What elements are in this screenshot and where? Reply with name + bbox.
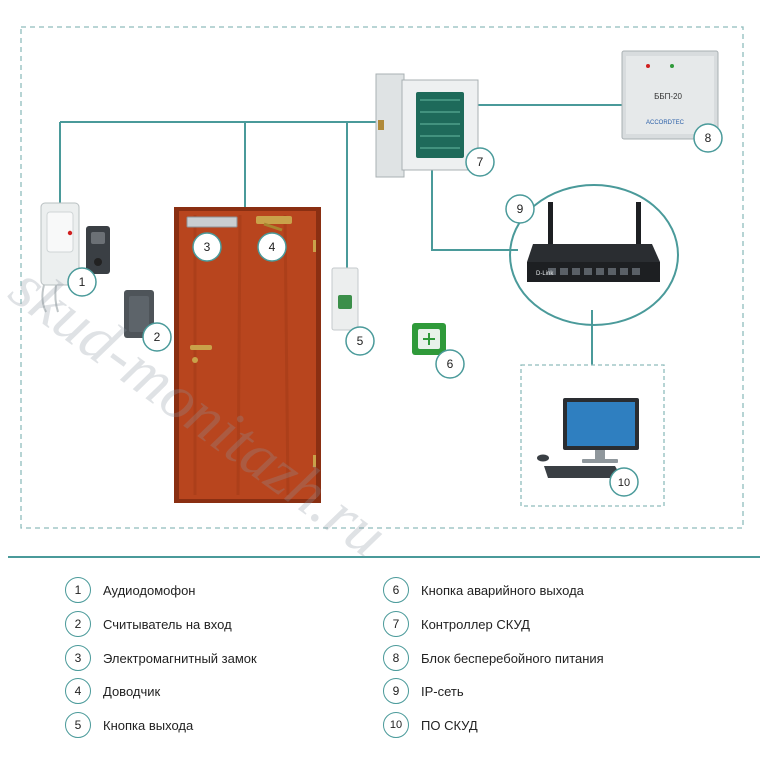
legend-item-6: 6 Кнопка аварийного выхода — [383, 576, 584, 604]
marker-10-label: 10 — [618, 477, 630, 489]
access-control-diagram: ББП-20 ACCORDTEC D-Link 1 2 3 — [8, 26, 760, 558]
legend-item-4: 4 Доводчик — [65, 677, 160, 705]
marker-6-label: 6 — [447, 357, 454, 371]
legend-label-5: Кнопка выхода — [103, 717, 194, 733]
door-closer-device — [256, 216, 292, 232]
legend-label-7: Контроллер СКУД — [421, 616, 530, 632]
legend-item-8: 8 Блок бесперебойного питания — [383, 644, 604, 672]
router-brand: D-Link — [536, 271, 554, 277]
legend-num-10: 10 — [383, 712, 409, 738]
marker-10: 10 — [609, 467, 639, 497]
door-handle — [190, 345, 212, 350]
legend-label-9: IP-сеть — [421, 683, 464, 699]
marker-2: 2 — [142, 322, 172, 352]
legend-num-7: 7 — [383, 611, 409, 637]
ups-title: ББП-20 — [654, 92, 682, 101]
marker-3: 3 — [192, 232, 222, 262]
marker-2-label: 2 — [154, 330, 161, 344]
maglock-device — [186, 216, 238, 228]
card-reader-device — [124, 290, 154, 338]
marker-5: 5 — [345, 326, 375, 356]
legend-label-3: Электромагнитный замок — [103, 650, 257, 666]
number-markers: 1 2 3 4 5 6 7 8 9 10 — [67, 123, 723, 497]
router-device: D-Link — [527, 202, 660, 282]
marker-7-label: 7 — [477, 155, 484, 169]
legend-item-7: 7 Контроллер СКУД — [383, 610, 530, 638]
legend-num-2: 2 — [65, 611, 91, 637]
legend-num-3: 3 — [65, 645, 91, 671]
legend-item-2: 2 Считыватель на вход — [65, 610, 232, 638]
outer-dashed-frame — [20, 26, 744, 529]
legend-label-2: Считыватель на вход — [103, 616, 232, 632]
wiring — [59, 104, 628, 365]
legend-item-10: 10 ПО СКУД — [383, 711, 478, 739]
legend-num-9: 9 — [383, 678, 409, 704]
legend-num-6: 6 — [383, 577, 409, 603]
ups-device: ББП-20 ACCORDTEC — [621, 50, 719, 140]
legend-item-1: 1 Аудиодомофон — [65, 576, 195, 604]
legend-label-6: Кнопка аварийного выхода — [421, 582, 584, 598]
legend-label-10: ПО СКУД — [421, 717, 478, 733]
legend-item-9: 9 IP-сеть — [383, 677, 464, 705]
marker-4-label: 4 — [269, 240, 276, 254]
legend: 1 Аудиодомофон 2 Считыватель на вход 3 Э… — [0, 560, 768, 760]
marker-8: 8 — [693, 123, 723, 153]
marker-8-label: 8 — [705, 131, 712, 145]
legend-label-4: Доводчик — [103, 683, 161, 699]
emergency-button-device — [412, 323, 446, 355]
legend-item-3: 3 Электромагнитный замок — [65, 644, 257, 672]
marker-7: 7 — [465, 147, 495, 177]
marker-4: 4 — [257, 232, 287, 262]
legend-num-1: 1 — [65, 577, 91, 603]
legend-num-5: 5 — [65, 712, 91, 738]
legend-num-8: 8 — [383, 645, 409, 671]
marker-1: 1 — [67, 267, 97, 297]
legend-num-4: 4 — [65, 678, 91, 704]
intercom-device — [40, 202, 110, 313]
wire-network — [431, 165, 518, 251]
legend-label-8: Блок бесперебойного питания — [421, 650, 604, 666]
legend-label-1: Аудиодомофон — [103, 582, 196, 598]
ups-brand: ACCORDTEC — [646, 120, 685, 126]
legend-item-5: 5 Кнопка выхода — [65, 711, 193, 739]
network-circle — [509, 184, 679, 326]
marker-1-label: 1 — [79, 275, 86, 289]
pc-dashed-frame — [520, 364, 665, 507]
pc-device — [537, 398, 639, 478]
exit-button-device — [331, 267, 359, 331]
controller-device — [375, 73, 479, 178]
marker-9: 9 — [505, 194, 535, 224]
marker-6: 6 — [435, 349, 465, 379]
marker-5-label: 5 — [357, 334, 364, 348]
marker-9-label: 9 — [517, 202, 524, 216]
marker-3-label: 3 — [204, 240, 211, 254]
